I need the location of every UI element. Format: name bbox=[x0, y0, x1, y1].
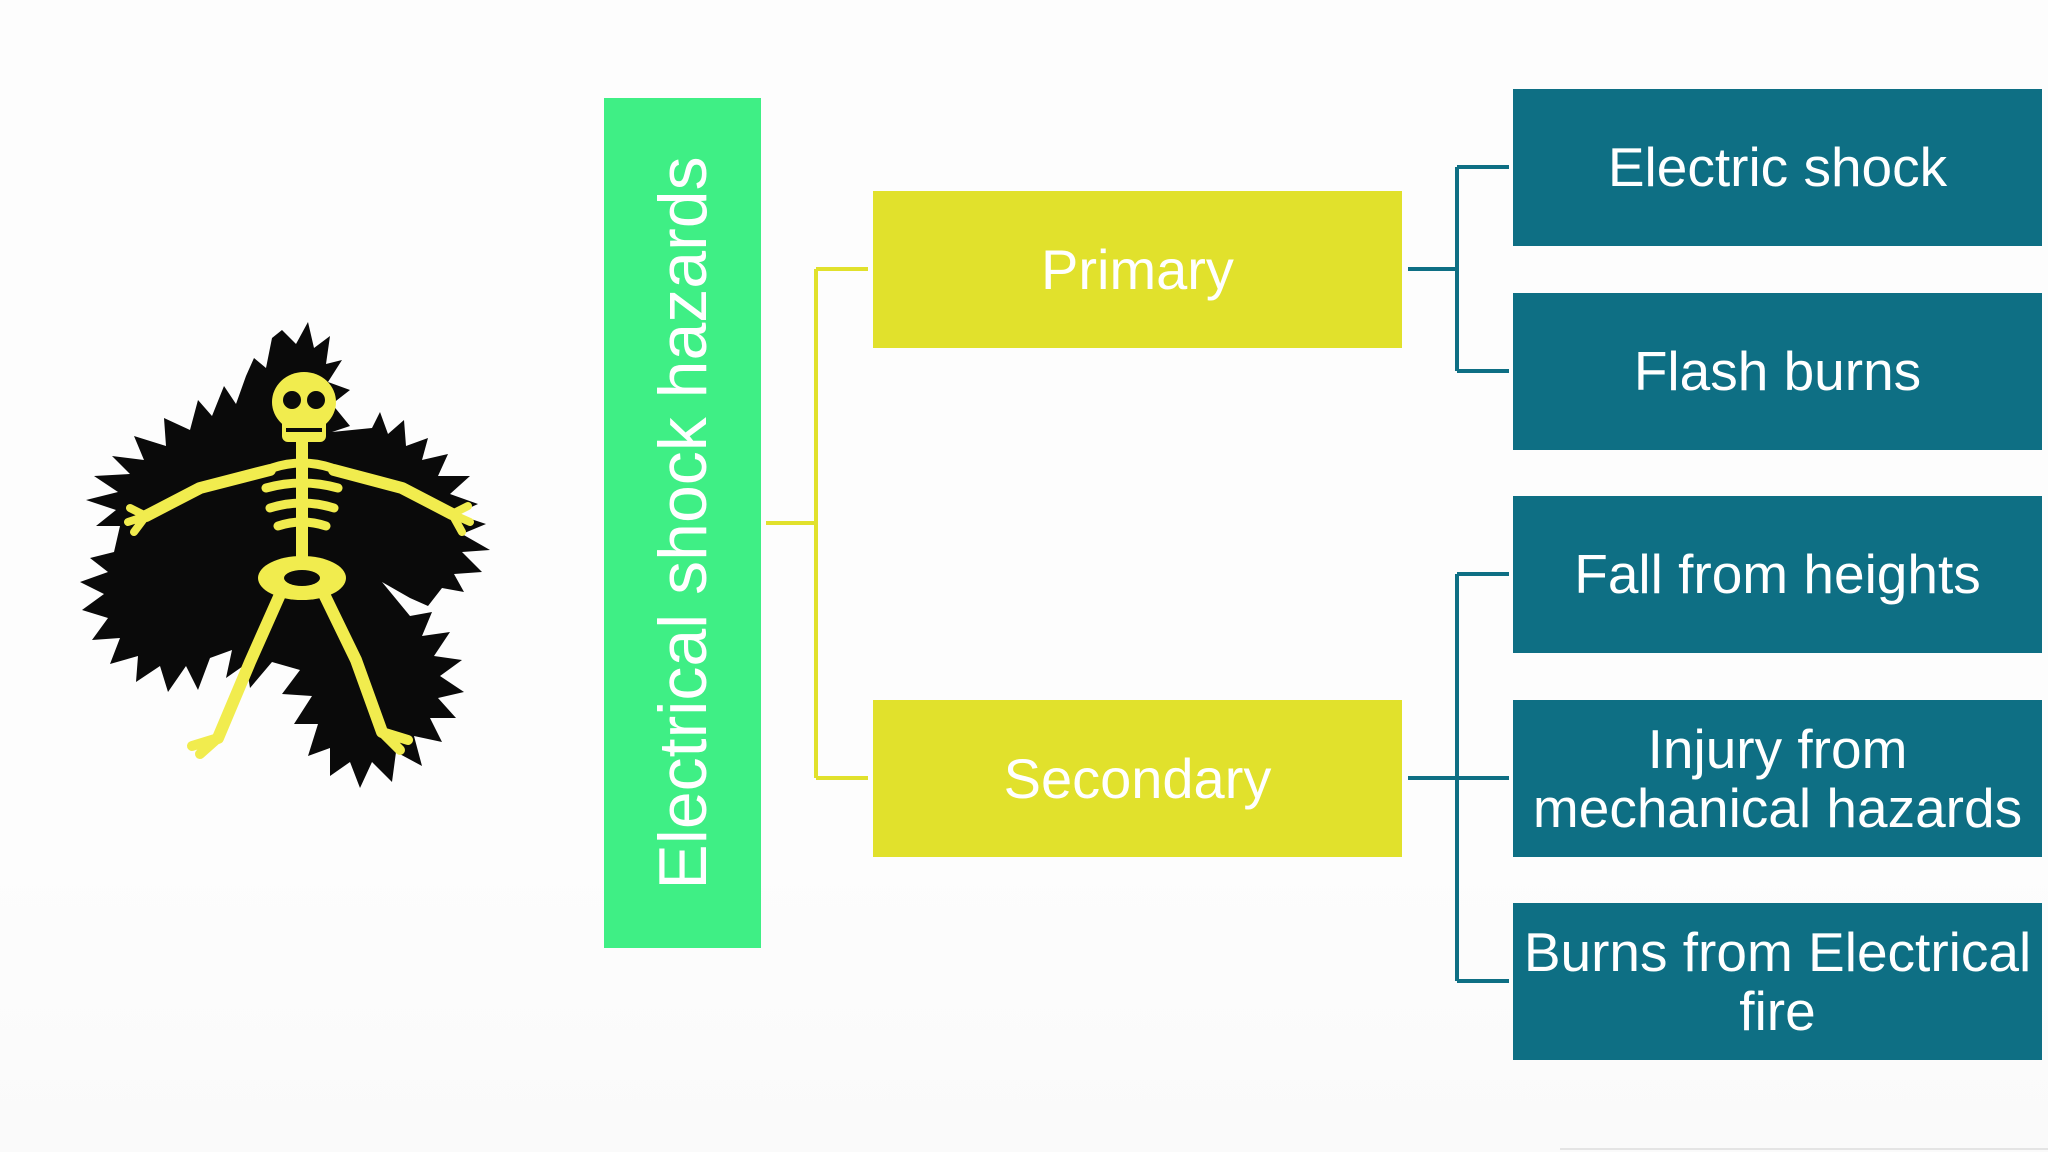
branch-node-secondary: Secondary bbox=[873, 700, 1402, 857]
branch-node-label: Secondary bbox=[1003, 747, 1272, 810]
skull-face bbox=[283, 391, 325, 586]
root-node-label: Electrical shock hazards bbox=[644, 156, 721, 890]
leaf-node-electric-shock: Electric shock bbox=[1513, 89, 2042, 246]
left-leg-bone bbox=[212, 584, 288, 744]
left-arm-bone bbox=[140, 464, 276, 522]
electrocuted-skeleton-icon bbox=[80, 322, 490, 788]
ribcage bbox=[261, 458, 343, 531]
secondary-connector bbox=[1408, 572, 1509, 983]
left-hand bbox=[124, 504, 150, 536]
leaf-node-label: Injury from mechanical hazards bbox=[1532, 717, 2023, 839]
root-connector bbox=[766, 267, 868, 780]
pelvis-hole bbox=[284, 570, 320, 586]
right-foot bbox=[377, 727, 413, 755]
leaf-node-mechanical-hazards: Injury from mechanical hazards bbox=[1513, 700, 2042, 857]
right-hand bbox=[448, 502, 474, 536]
branch-node-label: Primary bbox=[1041, 238, 1234, 301]
leaf-node-label: Flash burns bbox=[1633, 340, 1922, 403]
left-eye-socket bbox=[283, 391, 301, 409]
right-arm-bone bbox=[328, 464, 458, 520]
leaf-node-label: Fall from heights bbox=[1574, 543, 1981, 606]
leaf-node-fall-from-heights: Fall from heights bbox=[1513, 496, 2042, 653]
leaf-node-label: Burns from Electrical fire bbox=[1523, 920, 2032, 1042]
slide-edge-line bbox=[1560, 1148, 2048, 1150]
primary-to-children-line bbox=[1408, 165, 1509, 373]
primary-connector bbox=[1408, 165, 1509, 373]
left-foot bbox=[187, 733, 223, 759]
secondary-to-children-line bbox=[1408, 572, 1509, 983]
root-node: Electrical shock hazards bbox=[604, 98, 761, 948]
leaf-node-flash-burns: Flash burns bbox=[1513, 293, 2042, 450]
spiky-shock-silhouette bbox=[80, 322, 490, 788]
root-to-branches-line bbox=[766, 267, 868, 780]
teeth-gap bbox=[286, 428, 322, 432]
leaf-node-electrical-fire: Burns from Electrical fire bbox=[1513, 903, 2042, 1060]
right-eye-socket bbox=[307, 391, 325, 409]
skull bbox=[272, 372, 336, 432]
right-leg-bone bbox=[316, 584, 388, 738]
leaf-node-label: Electric shock bbox=[1607, 136, 1948, 199]
branch-node-primary: Primary bbox=[873, 191, 1402, 348]
skeleton bbox=[124, 434, 474, 759]
